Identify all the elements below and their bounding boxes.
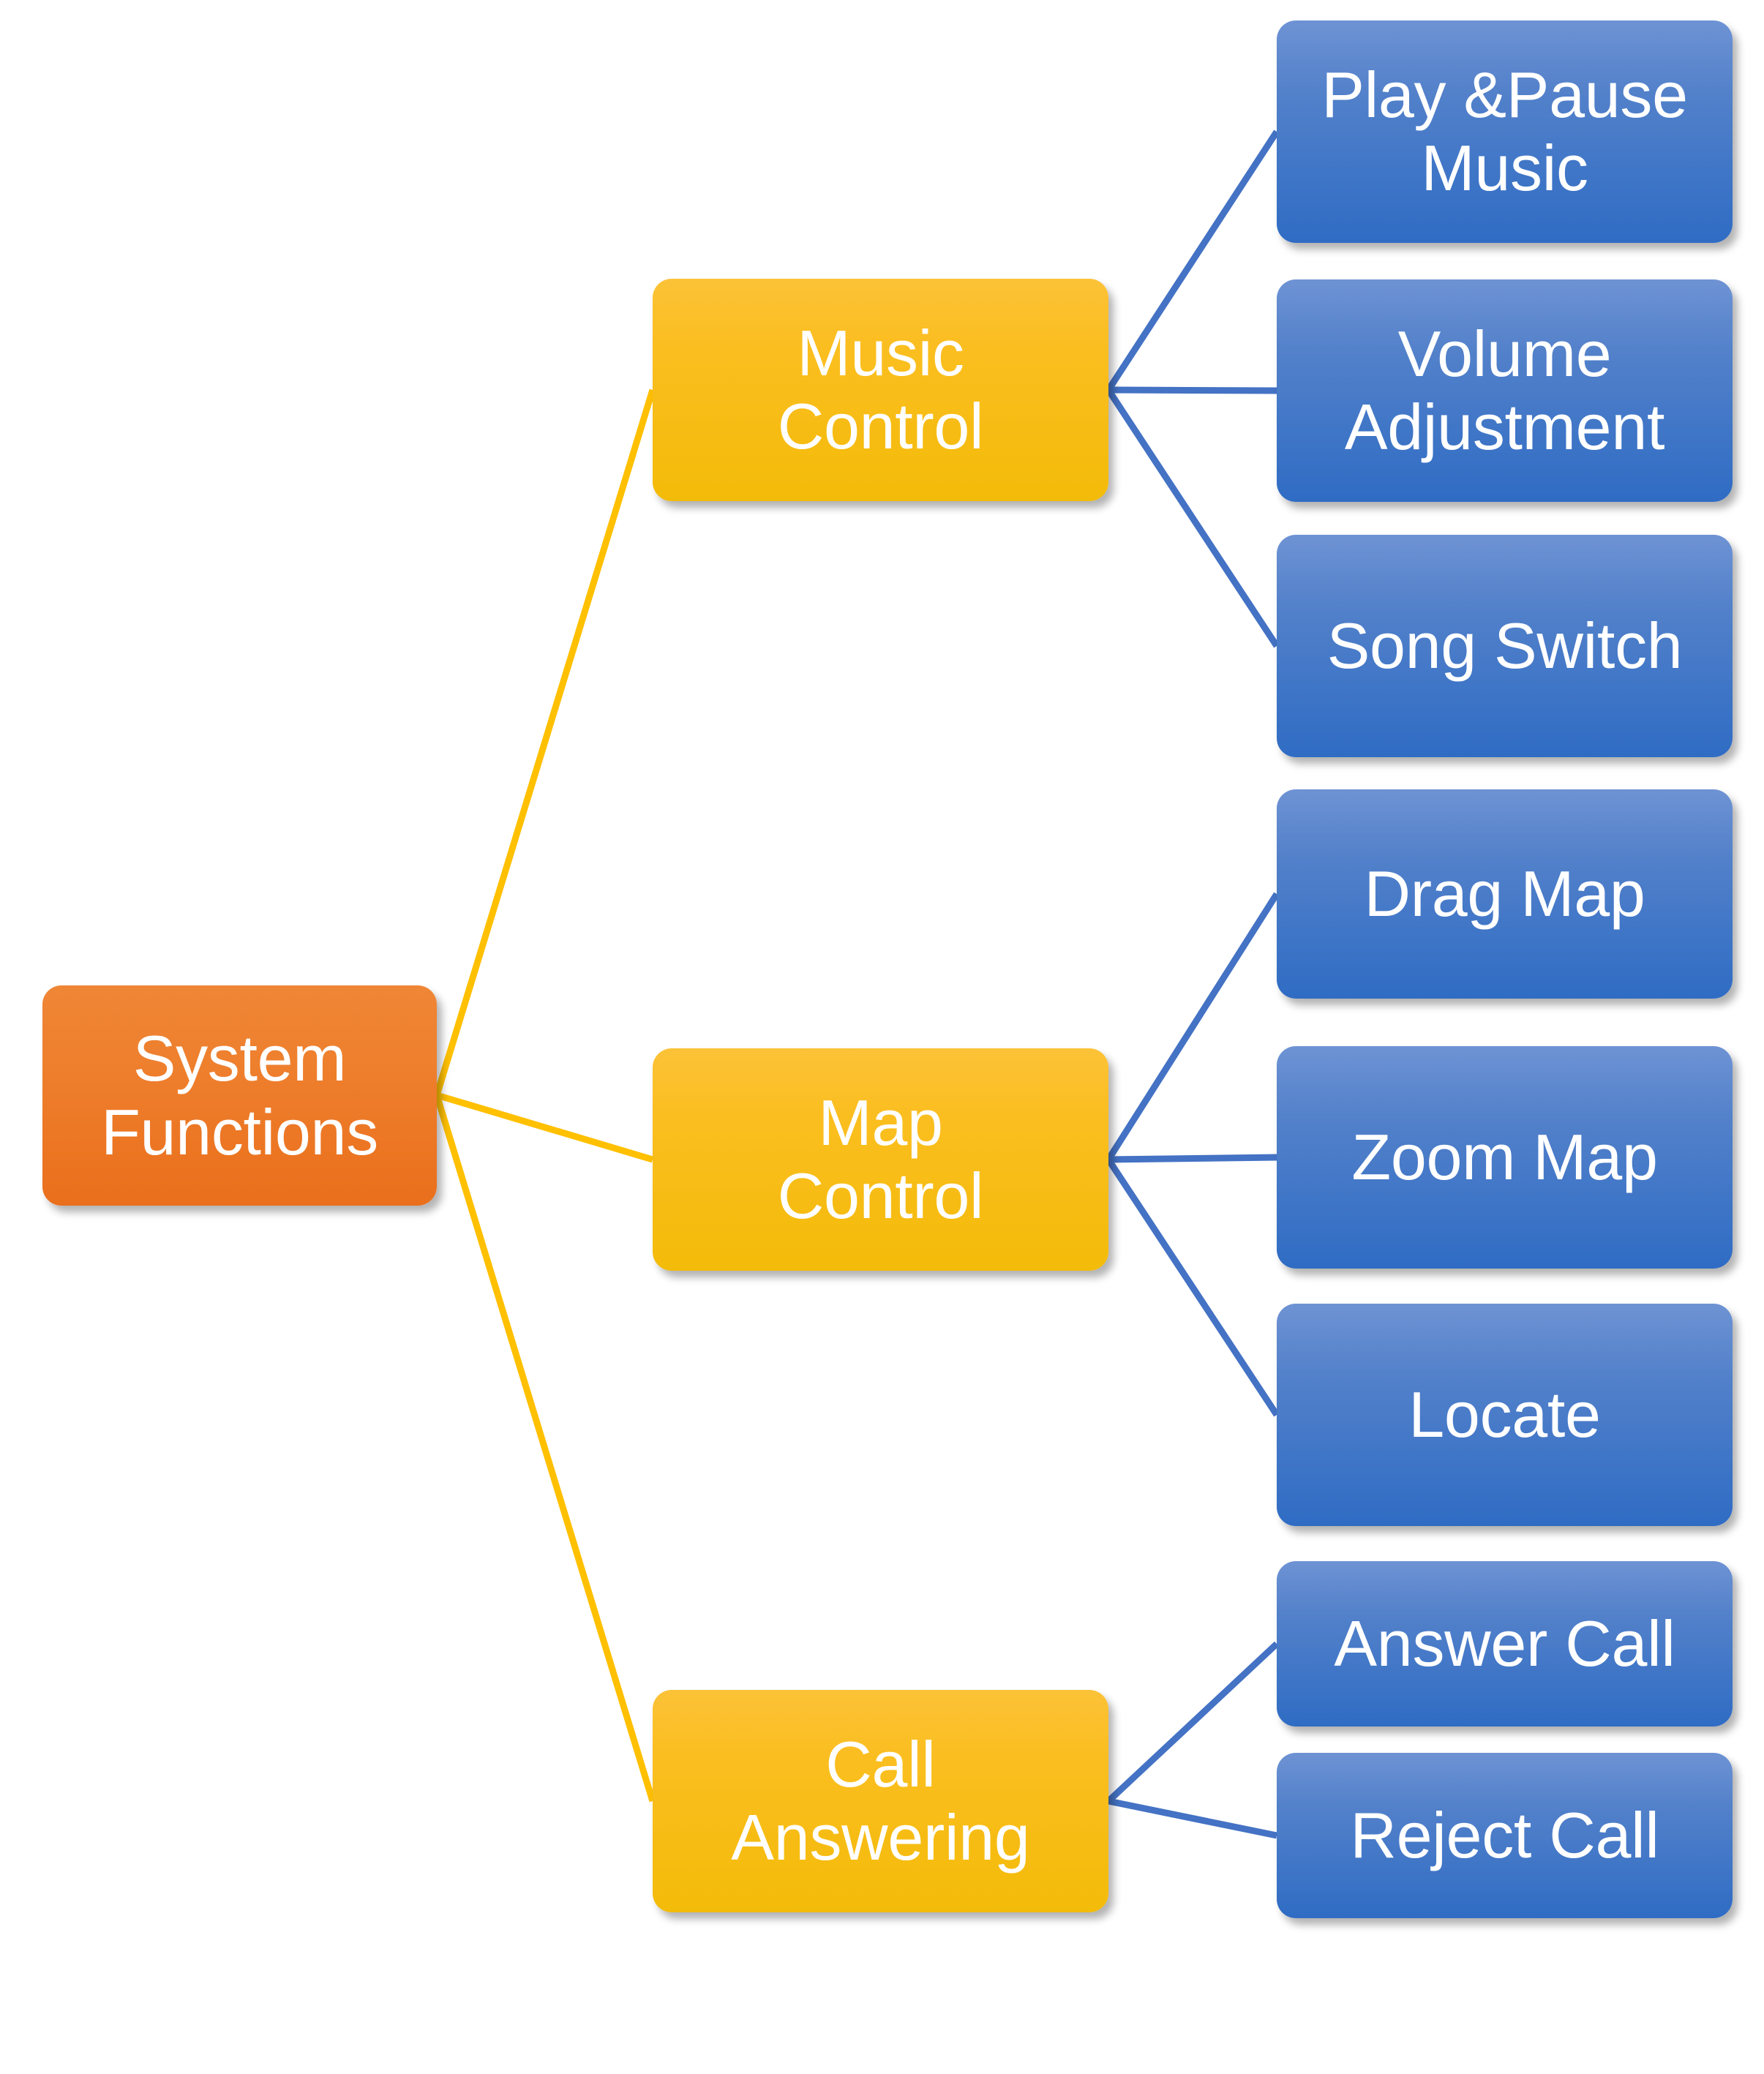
node-reject-call[interactable]: Reject Call	[1277, 1753, 1733, 1918]
edge-music-to-volume-adjustment	[1108, 386, 1277, 394]
node-drag-map[interactable]: Drag Map	[1277, 789, 1733, 999]
node-zoom-map[interactable]: Zoom Map	[1277, 1046, 1733, 1269]
edge-root-to-music-control	[433, 388, 656, 1097]
node-call-answering[interactable]: Call Answering	[653, 1690, 1108, 1912]
node-system-functions[interactable]: System Functions	[42, 985, 437, 1206]
node-song-switch[interactable]: Song Switch	[1277, 535, 1733, 757]
node-map-control[interactable]: Map Control	[653, 1048, 1108, 1271]
edge-root-to-map-control	[435, 1092, 654, 1163]
edge-music-to-play-pause-music	[1106, 129, 1280, 392]
node-volume-adjustment[interactable]: Volume Adjustment	[1277, 279, 1733, 502]
node-locate[interactable]: Locate	[1277, 1304, 1733, 1526]
edge-call-to-reject-call	[1108, 1797, 1277, 1839]
node-music-control[interactable]: Music Control	[653, 279, 1108, 501]
node-answer-call[interactable]: Answer Call	[1277, 1561, 1733, 1727]
edge-map-to-zoom-map	[1108, 1154, 1277, 1163]
edge-map-to-drag-map	[1106, 892, 1280, 1162]
node-play-pause-music[interactable]: Play &Pause Music	[1277, 20, 1733, 243]
edge-call-to-answer-call	[1106, 1641, 1280, 1804]
edge-map-to-locate	[1106, 1157, 1280, 1417]
edge-root-to-call-answering	[433, 1094, 656, 1803]
edge-music-to-song-switch	[1106, 388, 1280, 648]
